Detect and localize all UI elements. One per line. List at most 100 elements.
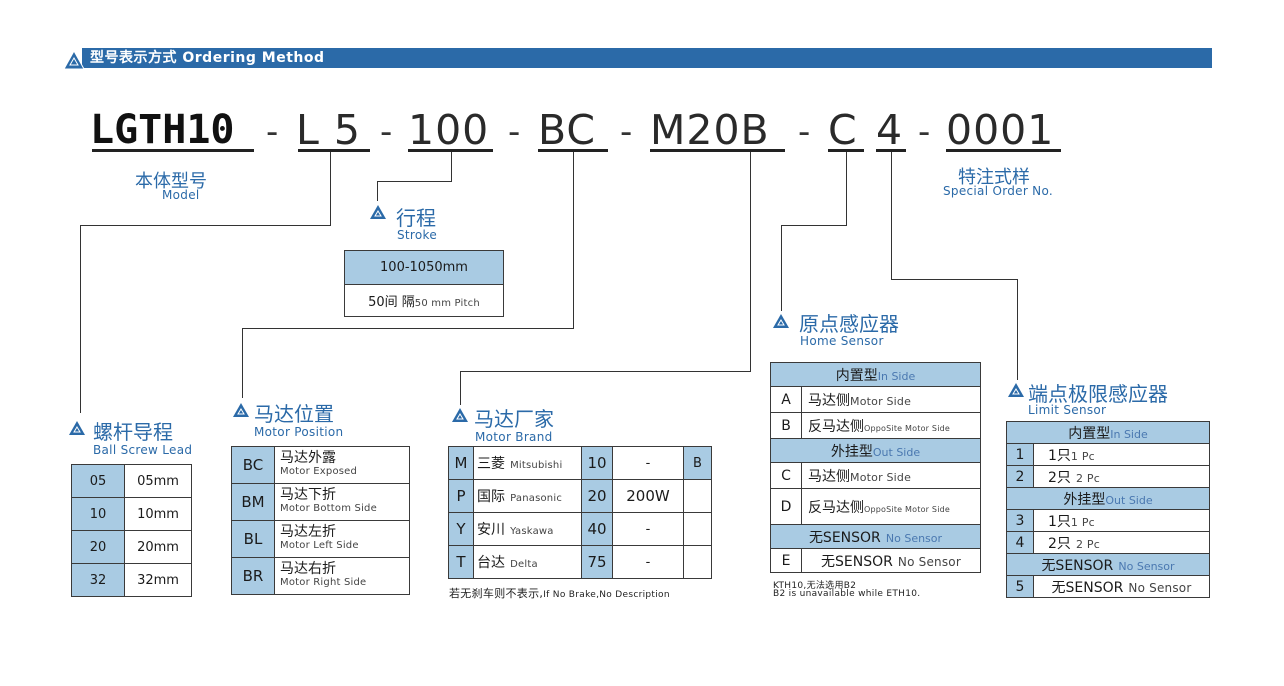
limit-code: 2 [1006,465,1034,488]
brand-power: - [612,512,684,546]
underline-lead [298,149,370,152]
home-cn: 反马达侧 [808,418,864,435]
triangle-icon [370,205,386,219]
stroke-title-en: Stroke [397,228,438,242]
home-note-1: KTH10,无法选用B2 [773,581,857,591]
home-code: A [770,386,802,413]
special-label-en: Special Order No. [943,184,1053,198]
connector-line [460,371,751,372]
connector-line [1017,279,1018,380]
underline-base [92,149,254,152]
connector-line [377,181,452,182]
brand-code: P [448,479,474,513]
home-code: B [770,412,802,439]
brand-cn: 台达 [477,555,505,571]
triangle-icon [69,421,85,435]
limit-en: 2 Pc [1076,537,1100,551]
home-outside-cn: 外挂型 [830,443,873,460]
position-code: BC [231,446,275,484]
home-cn: 无SENSOR [820,553,893,570]
brand-brake [683,512,712,546]
limit-none-en: No Sensor [1118,559,1175,573]
connector-line [377,181,378,201]
lead-value: 10mm [124,497,192,531]
model-label-cn: 本体型号 [135,171,207,192]
brand-cn: 国际 [477,489,505,505]
home-cn: 马达侧 [808,392,850,409]
stroke-title: 行程 [396,206,436,230]
home-note-2: B2 is unavailable while ETH10. [773,589,921,599]
home-code: E [770,548,802,573]
connector-line [846,152,847,226]
brand-code: Y [448,512,474,546]
home-outside-en: Out Side [872,445,921,459]
triangle-icon [233,403,249,417]
underline-special [946,149,1061,152]
code-dash: - [918,112,932,152]
limit-code: 5 [1006,575,1034,598]
home-none-en: No Sensor [885,531,943,545]
limit-cn: 无SENSOR [1051,579,1124,596]
position-cn: 马达下折 [280,487,336,503]
home-title-en: Home Sensor [800,334,884,348]
limit-cn: 1只 [1048,447,1071,464]
position-cn: 马达外露 [280,450,336,466]
stroke-pitch-cn: 50间 隔 [368,295,415,310]
connector-line [573,152,574,329]
limit-en: 1 Pc [1070,515,1095,529]
home-cn: 反马达侧 [808,499,864,516]
brand-power: - [612,446,684,480]
header-title: 型号表示方式 Ordering Method [90,50,325,66]
home-en: No Sensor [897,554,961,569]
brand-cn: 三菱 [477,456,505,472]
header-bar [82,48,1212,68]
home-en: Motor Side [850,394,912,408]
home-inside-cn: 内置型 [835,367,878,384]
limit-none-cn: 无SENSOR [1041,557,1114,574]
code-dash: - [380,112,394,152]
brand-size: 20 [581,479,613,513]
brand-table: M 三菱 Mitsubishi 10 - B P 国际 Panasonic 20… [448,446,712,579]
connector-line [242,328,243,398]
brand-cn: 安川 [477,522,505,538]
code-special: 0001 [946,106,1055,154]
special-label-cn: 特注式样 [958,167,1030,188]
home-inside-en: In Side [877,369,916,383]
brand-en: Mitsubishi [510,460,563,471]
stroke-range: 100-1050mm [344,250,504,285]
lead-code: 10 [71,497,125,531]
home-code: D [770,488,802,525]
limit-inside-en: In Side [1110,427,1148,441]
position-code: BR [231,557,275,595]
connector-line [330,152,331,226]
position-code: BM [231,483,275,521]
code-dash: - [620,112,634,152]
home-none-cn: 无SENSOR [808,529,881,546]
connector-line [781,225,847,226]
connector-line [891,279,1018,280]
connector-line [750,152,751,372]
limit-en: 1 Pc [1070,449,1095,463]
limit-cn: 2只 [1048,469,1071,486]
brand-note-cn: 若无刹车则不表示, [449,587,544,600]
limit-en: 2 Pc [1076,471,1100,485]
limit-cn: 1只 [1048,513,1071,530]
brand-code: M [448,446,474,480]
code-dash: - [508,112,522,152]
code-motor: M20B [650,106,770,154]
limit-title: 端点极限感应器 [1028,382,1168,406]
brand-brake [683,479,712,513]
connector-line [80,225,81,413]
home-cn: 马达侧 [808,468,850,485]
brand-title: 马达厂家 [474,407,554,431]
code-limit: 4 [876,106,904,154]
limit-en: No Sensor [1128,580,1192,595]
brand-size: 10 [581,446,613,480]
lead-value: 20mm [124,530,192,564]
limit-code: 3 [1006,509,1034,532]
position-en: Motor Right Side [280,577,367,588]
limit-cn: 2只 [1048,535,1071,552]
underline-limit [876,149,906,152]
position-code: BL [231,520,275,558]
